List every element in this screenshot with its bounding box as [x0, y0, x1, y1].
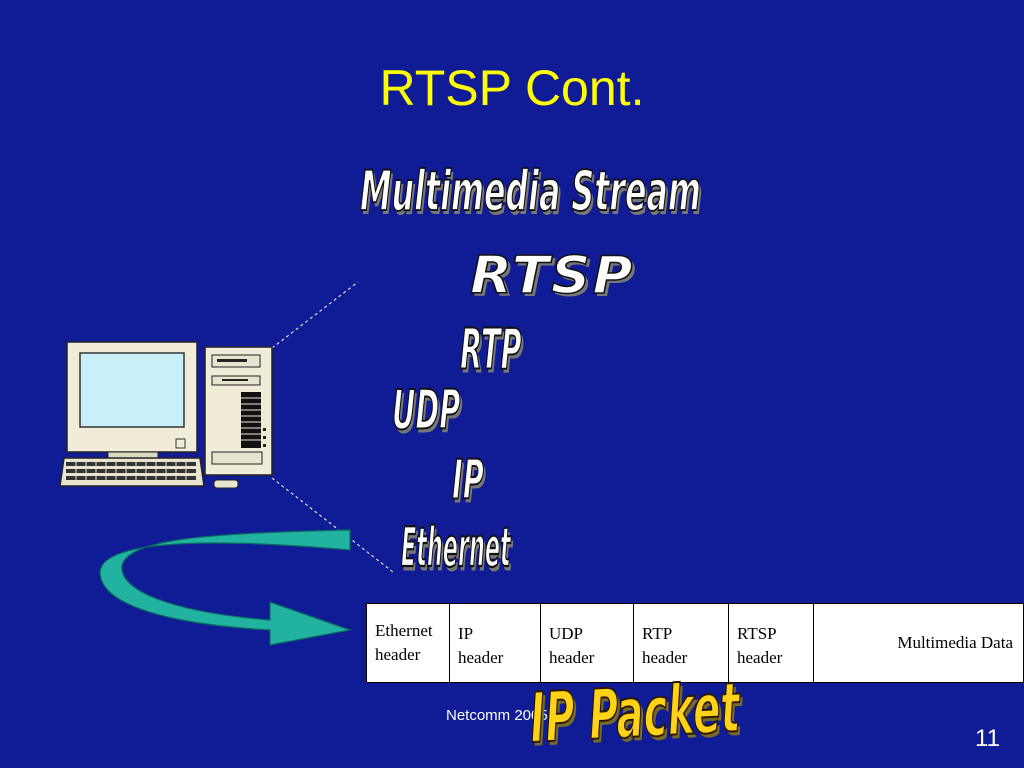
- footer-text: Netcomm 2005: [446, 707, 548, 724]
- layer-multimedia-stream: Multimedia Stream: [359, 159, 701, 225]
- layer-ip: IP: [451, 449, 484, 513]
- layer-ethernet: Ethernet: [401, 517, 512, 581]
- slide-title: RTSP Cont.: [379, 60, 645, 116]
- packet-cell-multimedia-data: Multimedia Data: [813, 603, 1024, 683]
- curved-arrow-icon: [99, 529, 353, 646]
- computer-icon: [59, 341, 273, 489]
- connector-line-bottom: [271, 477, 394, 573]
- connector-line-top: [271, 281, 359, 349]
- ip-packet-label: IP Packet: [527, 668, 742, 760]
- layer-rtsp: RTSP: [469, 245, 635, 307]
- layer-udp: UDP: [391, 379, 461, 443]
- page-number: 11: [975, 725, 1000, 752]
- layer-rtp: RTP: [459, 317, 522, 383]
